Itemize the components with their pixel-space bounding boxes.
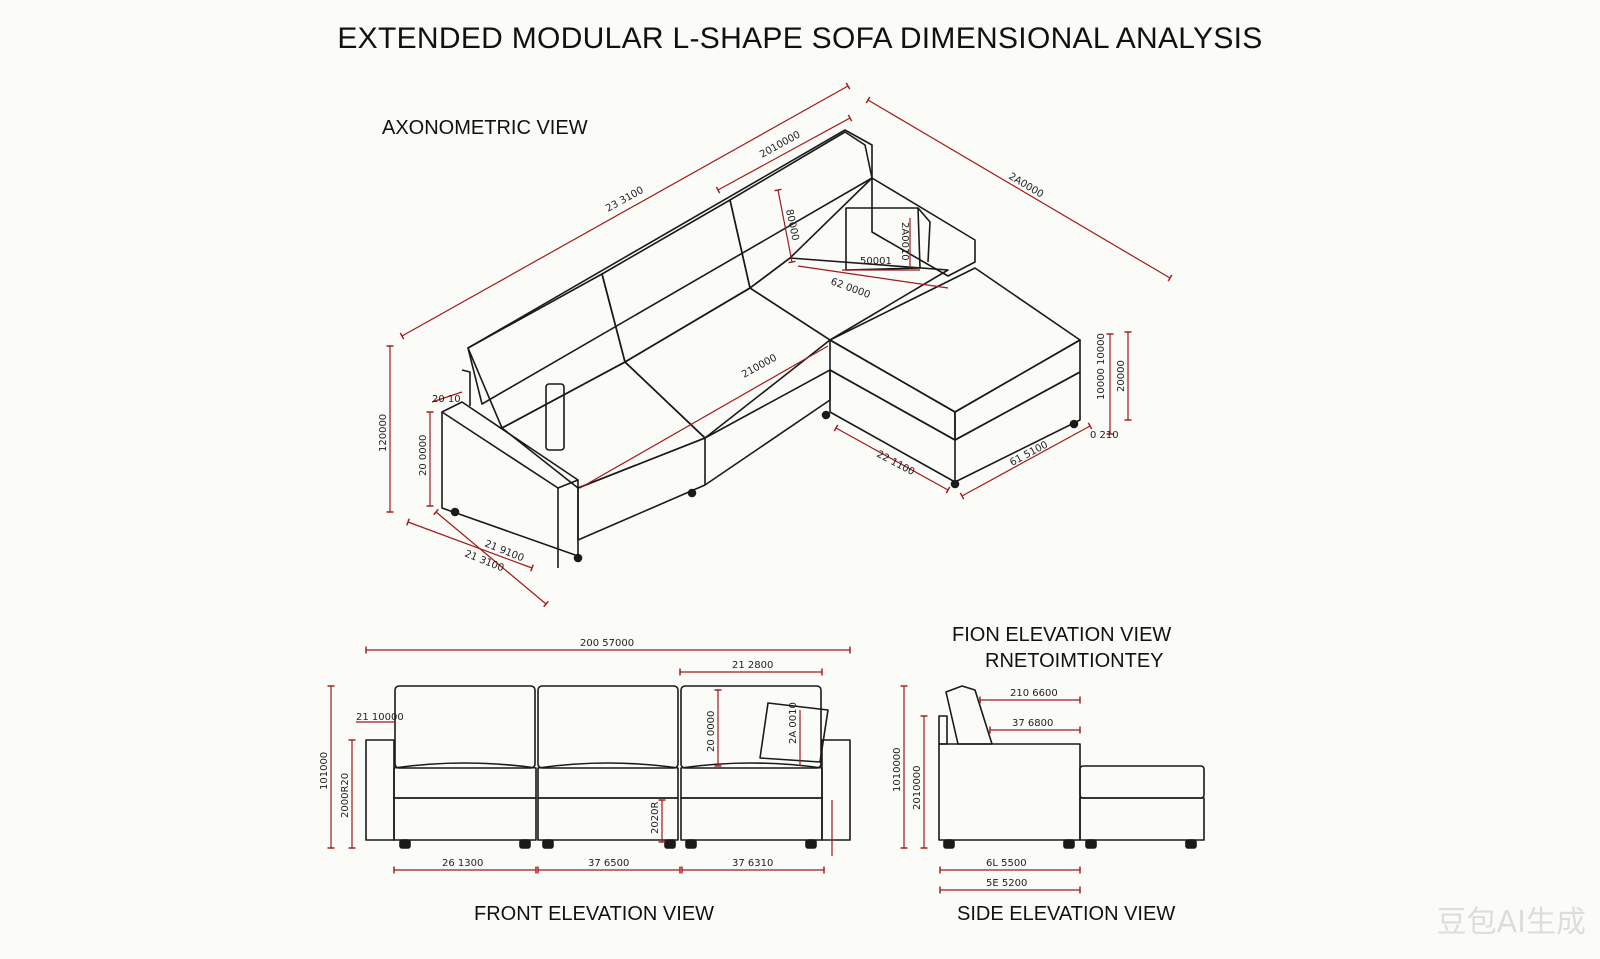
dim-chaise-depth — [833, 424, 951, 494]
label-seat-depth: 210000 — [740, 352, 779, 380]
back-cushion-2 — [537, 685, 679, 769]
label-height-left: 120000 — [378, 414, 389, 452]
label-chaise-h2: 20000 — [1116, 360, 1127, 392]
chaise-cushion-side — [954, 339, 1081, 441]
label-seat-height-left: 20 0000 — [418, 435, 429, 476]
elevation-view-label-line2: RNETOIMTIONTEY — [985, 650, 1164, 672]
watermark: 豆包AI生成 — [1436, 905, 1586, 940]
seat-front-face — [577, 369, 831, 541]
dim-overall-length — [399, 82, 851, 340]
axo-dimension-labels: 23 3100 2010000 2A0000 80000 50001 2A001… — [378, 129, 1127, 574]
label-front-leg: 2020R — [650, 802, 661, 834]
front-elevation-view-label: FRONT ELEVATION VIEW — [474, 903, 715, 925]
chaise-front-cushion — [829, 339, 956, 441]
axonometric-sofa — [441, 129, 1081, 568]
label-side-height: 1010000 — [892, 747, 903, 792]
label-front-module: 21 2800 — [732, 660, 773, 671]
label-chaise-length: 2A0000 — [1006, 171, 1045, 200]
back-cushion-middle — [601, 199, 751, 363]
label-leg: 0 210 — [1090, 430, 1119, 441]
elevation-view-label-line1: FION ELEVATION VIEW — [952, 624, 1172, 646]
seat-cushion-2 — [537, 762, 679, 799]
label-front-pillow: 2A 0010 — [788, 702, 799, 744]
dim-chaise-seat — [797, 265, 949, 289]
label-overall-length: 23 3100 — [604, 185, 646, 215]
left-arm — [441, 401, 579, 557]
sheet-title: EXTENDED MODULAR L-SHAPE SOFA DIMENSIONA… — [337, 22, 1263, 55]
label-front-seat: 2000R20 — [340, 773, 351, 818]
side-ottoman-cushion — [1079, 765, 1205, 799]
side-ottoman-base — [1079, 797, 1205, 841]
side-dimension-labels: 1010000 2010000 210 6600 37 6800 6L 5500… — [892, 688, 1058, 889]
pillow-front — [759, 702, 829, 763]
label-front-overall: 200 57000 — [580, 638, 634, 649]
dim-chaise-length — [865, 96, 1173, 282]
label-chaise-seat: 62 0000 — [829, 276, 872, 300]
label-back-height: 80000 — [783, 208, 800, 241]
label-pillow-h: 2A0010 — [899, 222, 910, 261]
label-side-seat: 2010000 — [912, 765, 923, 810]
label-front-back-cushion: 20 0000 — [706, 711, 717, 752]
side-backrest — [945, 685, 993, 745]
label-front-arm: 21 10000 — [356, 712, 404, 723]
dim-chaise-width — [959, 422, 1093, 500]
label-front-m1: 26 1300 — [442, 858, 483, 869]
dim-depth-bottom — [433, 508, 549, 608]
label-arm-top: 20 10 — [432, 394, 461, 405]
front-elevation-sofa — [365, 685, 851, 849]
side-back-frame — [938, 715, 948, 745]
seat-cushion-left — [501, 361, 706, 489]
base-1 — [393, 797, 537, 841]
label-pillow-w: 50001 — [860, 256, 892, 267]
label-chaise-width: 61 5100 — [1008, 440, 1050, 469]
side-body — [938, 743, 1081, 841]
label-side-top1: 210 6600 — [1010, 688, 1058, 699]
label-front-m2: 37 6500 — [588, 858, 629, 869]
back-cushion-1 — [394, 685, 536, 769]
label-chaise-depth: 22 1100 — [875, 449, 917, 478]
label-side-b2: 5E 5200 — [986, 878, 1027, 889]
front-dimension-labels: 200 57000 21 2800 101000 2000R20 21 1000… — [319, 638, 799, 869]
right-arm-front — [821, 739, 851, 841]
label-front-height: 101000 — [319, 752, 330, 790]
dim-back-height — [774, 188, 796, 264]
label-chaise-h1: 10000 10000 — [1096, 333, 1107, 400]
dim-seat-depth — [579, 345, 829, 489]
label-front-m3: 37 6310 — [732, 858, 773, 869]
back-cushion-3 — [680, 685, 822, 769]
side-elevation-view-label: SIDE ELEVATION VIEW — [957, 903, 1176, 925]
base-3 — [680, 797, 823, 841]
axo-dimensions — [386, 82, 1173, 608]
bolster-axo — [545, 383, 565, 451]
dim-back-top — [715, 114, 853, 194]
label-side-top2: 37 6800 — [1012, 718, 1053, 729]
backrest-frame — [467, 129, 873, 405]
side-elevation-sofa — [938, 685, 1205, 849]
front-dimensions — [327, 646, 851, 874]
base-2 — [537, 797, 679, 841]
label-side-b1: 6L 5500 — [986, 858, 1027, 869]
left-arm-front — [365, 739, 395, 841]
side-dimensions — [900, 685, 1081, 894]
left-arm-side — [461, 369, 471, 406]
seat-cushion-1 — [393, 762, 537, 799]
